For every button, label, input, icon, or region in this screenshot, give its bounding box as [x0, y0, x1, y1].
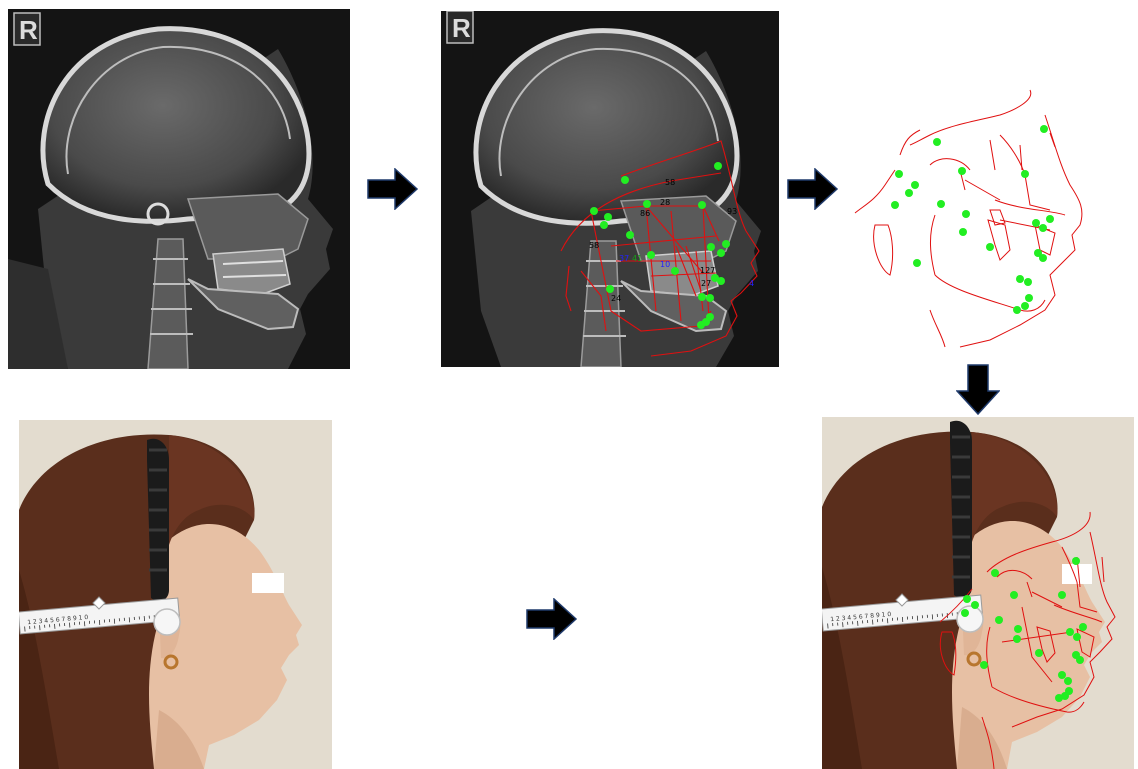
arrow-right-icon	[787, 168, 839, 210]
measure-label: 28	[660, 198, 670, 207]
arrow-right-icon	[367, 168, 419, 210]
measure-label: 58	[589, 241, 599, 250]
measure-label: 24	[611, 294, 621, 303]
measure-label: 93	[727, 207, 737, 216]
measure-label: 27	[701, 279, 711, 288]
measure-label: 10	[660, 260, 670, 269]
xray-traced: R	[441, 11, 779, 367]
measure-label: 58	[665, 178, 675, 187]
xray-r-marker: R	[19, 15, 38, 45]
arrow-down-icon	[956, 364, 1000, 416]
measure-label: 127	[700, 266, 715, 275]
measure-label: 4	[749, 279, 754, 288]
landmark-points	[891, 125, 1054, 314]
arrow-right-icon	[526, 598, 578, 640]
profile-photo-traced: 1 2 3 4 5 6 7 8 9 1 0	[822, 417, 1134, 769]
measure-label: 86	[640, 209, 650, 218]
profile-photo-original: 1 2 3 4 5 6 7 8 9 1 0	[19, 420, 332, 769]
tracing-extracted	[850, 85, 1130, 350]
xray-original: R	[8, 9, 350, 369]
measure-label: 41	[632, 254, 642, 263]
xray-r-marker-traced: R	[452, 13, 471, 43]
measure-label: 37	[619, 254, 629, 263]
